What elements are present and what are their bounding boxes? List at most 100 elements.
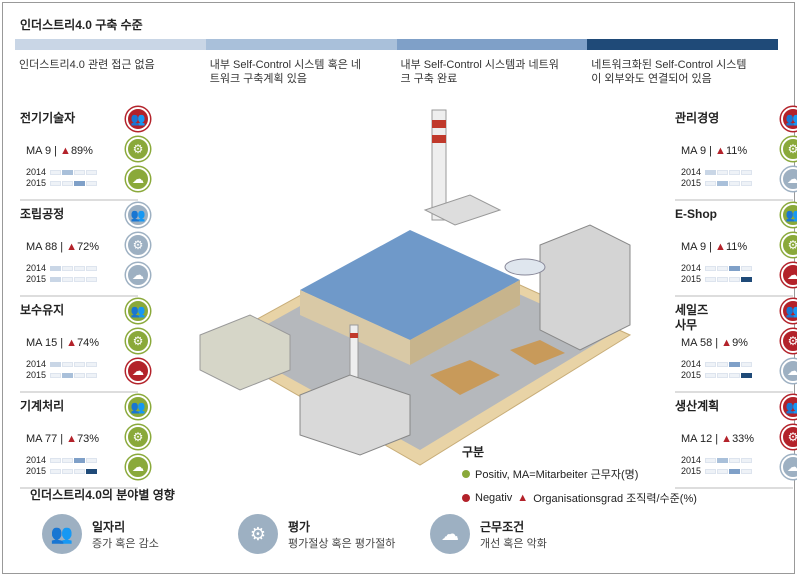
org-pct: 89% [70,145,93,157]
bar-segment [62,169,74,175]
triangle-icon: ▲ [66,241,78,253]
year-row: 2014 [681,263,753,273]
year-label: 2015 [26,178,47,188]
level-bar [50,372,98,378]
bar-segment [74,169,86,175]
triangle-icon: ▲ [66,433,78,445]
panel-name: 전기기술자 [20,111,76,125]
impact-icons: 👥⚙☁ [126,203,150,287]
bar-segment [741,468,753,474]
org-pct: 33% [732,433,755,445]
triangle-icon: ▲ [721,433,733,445]
year-row: 2014 [681,455,753,465]
people-icon: 👥 [781,395,797,419]
people-icon: 👥 [126,299,150,323]
bar-segment [50,468,62,474]
year-row: 2015 [26,370,98,380]
bar-segment [705,457,717,463]
level-bar [50,265,98,271]
bar-segment [717,372,729,378]
level-3: 네트워크화된 Self-Control 시스템 이 외부와도 연결되어 있음 [587,39,778,86]
year-row: 2014 [26,455,98,465]
people-icon: 👥 [781,299,797,323]
year-label: 2015 [681,178,702,188]
level-bar [50,468,98,474]
bar-segment [729,468,741,474]
year-label: 2014 [26,167,47,177]
bar-segment [741,457,753,463]
level-bar [50,180,98,186]
bar-segment [74,180,86,186]
impact-icons: 👥⚙☁ [781,395,797,479]
impact-icons: 👥⚙☁ [781,203,797,287]
impact-icons: 👥⚙☁ [781,299,797,383]
head-gears-icon: ⚙ [781,137,797,161]
impact-icons: 👥⚙☁ [781,107,797,191]
legend-title: 구분 [462,445,485,459]
legend: 구분 Positiv, MA=Mitarbeiter 근무자(명) Negati… [462,443,697,514]
bar-segment [74,276,86,282]
year-row: 2015 [26,466,98,476]
impact-title: 인더스트리4.0의 분야별 영향 [30,488,175,502]
year-label: 2015 [26,370,47,380]
legend-triangle: Organisationsgrad 조직력/수준(%) [533,493,697,505]
head-gears-icon: ⚙ [781,233,797,257]
panel-stats: MA 9 | ▲11% [681,145,747,157]
bar-segment [717,180,729,186]
ma-count: MA 58 | [681,337,719,349]
year-label: 2014 [681,455,702,465]
triangle-icon: ▲ [60,145,71,157]
level-bar [50,169,98,175]
people-icon: 👥 [781,107,797,131]
level-bar [705,169,753,175]
bar-segment [705,276,717,282]
panel-name: 관리경영 [675,111,720,125]
bar-segment [729,265,741,271]
bar-segment [62,361,74,367]
panel-name: 세일즈 사무 [675,303,709,332]
people-icon: 👥 [126,107,150,131]
bar-segment [86,457,98,463]
bar-segment [741,180,753,186]
bar-segment [74,265,86,271]
year-label: 2014 [681,263,702,273]
ma-count: MA 9 | [681,145,712,157]
bar-segment [729,457,741,463]
level-label: 네트워크화된 Self-Control 시스템 이 외부와도 연결되어 있음 [591,59,747,85]
impact-icons: 👥⚙☁ [126,299,150,383]
bar-segment [741,361,753,367]
impact-item-title: 일자리 [92,519,126,534]
level-0: 인더스트리4.0 관련 접근 없음 [15,39,206,86]
bar-segment [729,276,741,282]
level-label: 내부 Self-Control 시스템과 네트워 크 구축 완료 [400,59,559,85]
level-bar [705,457,753,463]
bar-segment [50,265,62,271]
bar-segment [62,265,74,271]
impact-item-title: 평가 [288,519,311,534]
bar-segment [705,180,717,186]
bar-segment [62,180,74,186]
ma-count: MA 88 | [26,241,64,253]
bar-segment [741,169,753,175]
bar-segment [717,361,729,367]
triangle-icon: ▲ [715,145,726,157]
page-title: 인더스트리4.0 구축 수준 [20,18,143,32]
year-row: 2014 [681,167,753,177]
bar-segment [74,372,86,378]
people-icon: 👥 [42,514,82,554]
panel-name: 보수유지 [20,303,65,317]
head-cloud-icon: ☁ [126,167,150,191]
head-cloud-icon: ☁ [126,455,150,479]
level-bar [705,361,753,367]
year-label: 2014 [26,263,47,273]
head-cloud-icon: ☁ [430,514,470,554]
people-icon: 👥 [126,395,150,419]
legend-negative: Negativ [475,492,513,504]
panel-stats: MA 58 | ▲9% [681,337,748,349]
head-gears-icon: ⚙ [126,329,150,353]
